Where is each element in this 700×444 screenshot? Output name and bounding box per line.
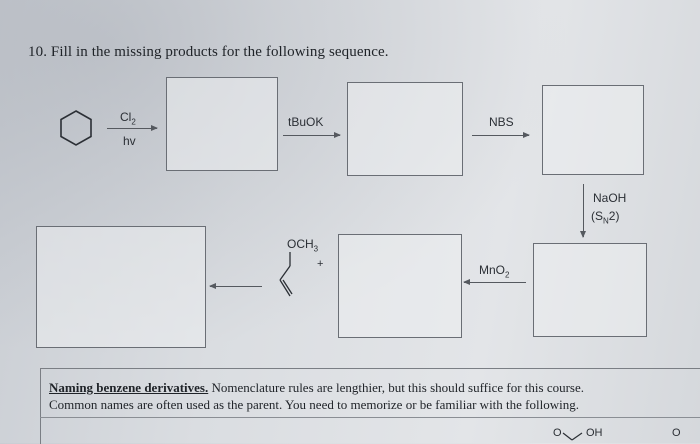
answer-box-5[interactable]: [338, 234, 462, 338]
reagent-mno2-sub: 2: [505, 270, 510, 280]
fragment-o-left: O: [553, 427, 562, 439]
reagent-tbuok: tBuOK: [288, 115, 324, 129]
reagent-cl2-text: Cl: [120, 110, 132, 124]
answer-box-6[interactable]: [36, 226, 206, 348]
answer-box-2[interactable]: [347, 82, 463, 176]
question-text: Fill in the missing products for the fol…: [50, 44, 389, 60]
reagent-cl2: Cl2: [120, 110, 136, 126]
reagent-nbs: NBS: [489, 115, 514, 129]
answer-box-4[interactable]: [533, 243, 647, 337]
arrow-step1: [107, 124, 158, 132]
arrow-step6: [209, 282, 262, 290]
divider-line: [40, 417, 700, 418]
reagent-mno2-text: MnO: [479, 263, 506, 277]
reagent-naoh: NaOH: [593, 191, 627, 205]
arrow-step4: [579, 184, 587, 238]
question-heading: 10. Fill in the missing products for the…: [28, 44, 389, 61]
arrow-step2: [283, 131, 341, 139]
reagent-och3: OCH3: [287, 237, 318, 253]
arrow-step5: [463, 278, 526, 286]
answer-box-3[interactable]: [542, 85, 644, 175]
vinyl-ether-structure: [279, 252, 293, 297]
naming-text: Naming benzene derivatives. Nomenclature…: [49, 379, 689, 413]
fragment-o-right: O: [672, 427, 681, 439]
reagent-cl2-sub: 2: [131, 117, 136, 127]
reagent-hv: hv: [123, 134, 136, 148]
arrow-step3: [472, 131, 530, 139]
naming-line1: Nomenclature rules are lengthier, but th…: [208, 380, 585, 395]
naming-section: Naming benzene derivatives. Nomenclature…: [40, 368, 700, 444]
fragment-bond: [562, 432, 583, 441]
answer-box-1[interactable]: [166, 77, 278, 171]
reagent-och3-sub: 3: [313, 244, 319, 254]
fragment-oh: OH: [586, 427, 603, 439]
plus-sign: +: [317, 258, 324, 270]
question-number: 10.: [28, 44, 48, 60]
reagent-mno2: MnO2: [479, 263, 509, 279]
reagent-sn2-pre: (S: [591, 209, 603, 223]
reagent-sn2-sub: N: [603, 216, 609, 226]
reagent-sn2-post: 2): [608, 209, 620, 223]
naming-line2: Common names are often used as the paren…: [49, 397, 579, 412]
reagent-sn2: (SN2): [591, 209, 619, 225]
cyclohexane-structure: [60, 110, 92, 146]
reagent-och3-text: OCH: [287, 237, 314, 251]
naming-title: Naming benzene derivatives.: [49, 380, 209, 395]
